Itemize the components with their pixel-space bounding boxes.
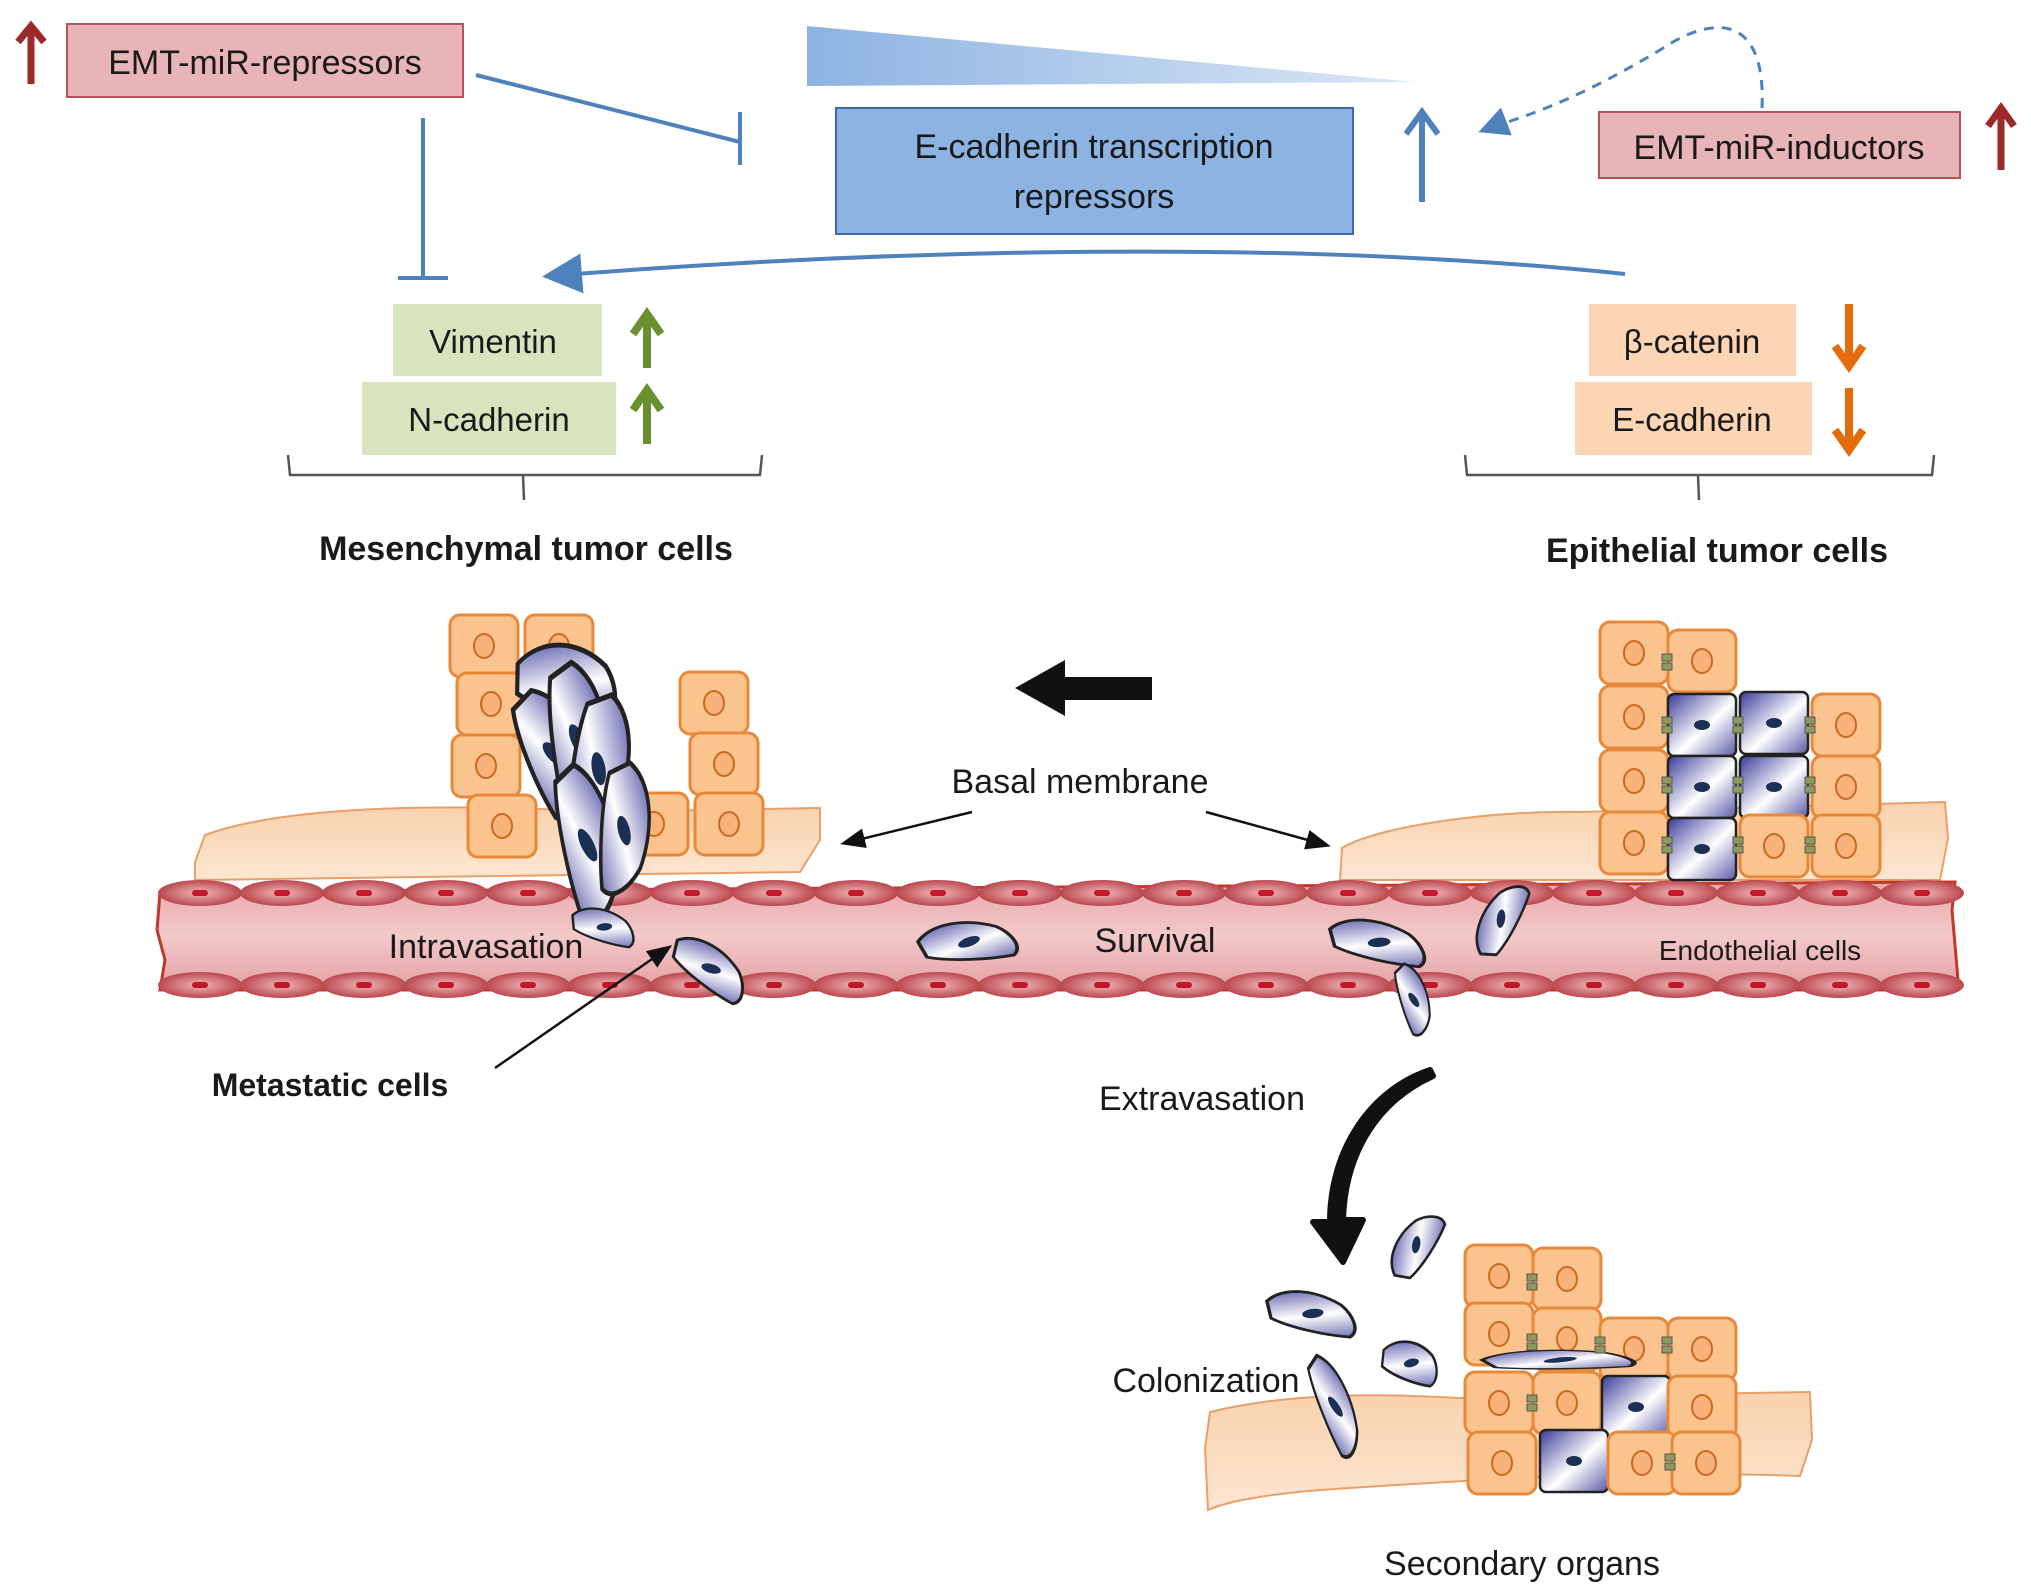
endothelial-cell: [158, 972, 242, 998]
inhibit-line-to-ecad-repressors: [475, 73, 742, 165]
endothelial-cell: [1880, 880, 1964, 906]
secondary-tumor-cluster: [1463, 1243, 1742, 1496]
endothelial-cell: [1142, 972, 1226, 998]
endothelial-cell: [1798, 972, 1882, 998]
pointer-basal-right: [1205, 810, 1331, 850]
up-arrow-icon: [1985, 102, 2017, 170]
endothelial-cell: [1634, 880, 1718, 906]
endothelial-cell: [486, 972, 570, 998]
endothelial-cell: [404, 972, 488, 998]
emt-mir-repressors-label: EMT-miR-repressors: [108, 44, 422, 82]
endothelial-cell: [1798, 880, 1882, 906]
green-up-arrow-icon: [629, 307, 665, 368]
vimentin-label: Vimentin: [429, 323, 557, 360]
survival-label: Survival: [1095, 922, 1216, 960]
endothelial-cell: [1142, 880, 1226, 906]
endothelial-cell: [1470, 972, 1554, 998]
endothelial-cell: [322, 972, 406, 998]
epithelial-label: Epithelial tumor cells: [1546, 532, 1888, 570]
secondary-organs-label: Secondary organs: [1384, 1545, 1660, 1583]
blue-up-arrow-icon: [1403, 106, 1441, 202]
endothelial-cell: [1060, 972, 1144, 998]
endothelial-cell: [1224, 972, 1308, 998]
colonization-label: Colonization: [1112, 1362, 1299, 1400]
endothelial-cell: [650, 880, 734, 906]
endothelial-cell: [1388, 880, 1472, 906]
endothelial-cell: [1552, 972, 1636, 998]
dashed-arrow-inductors: [1478, 26, 1764, 136]
intravasation-label: Intravasation: [389, 928, 584, 966]
endothelial-cell: [486, 880, 570, 906]
basal-membrane-label: Basal membrane: [951, 763, 1208, 801]
endothelial-cell: [322, 880, 406, 906]
pointer-basal-left: [840, 810, 973, 848]
up-arrow-icon: [15, 20, 47, 84]
endothelial-cell: [1306, 972, 1390, 998]
endothelial-cell: [978, 880, 1062, 906]
n-cadherin-label: N-cadherin: [408, 401, 569, 438]
endothelial-cell: [1224, 880, 1308, 906]
extravasation-curved-arrow-icon: [1310, 1067, 1436, 1265]
endothelial-cell: [896, 972, 980, 998]
ecad-repressors-label-line2: repressors: [1014, 178, 1175, 216]
ecad-repressors-label-line1: E-cadherin transcription: [914, 128, 1273, 166]
e-cadherin-label: E-cadherin: [1612, 401, 1772, 438]
beta-catenin-label: β-catenin: [1624, 323, 1760, 360]
orange-down-arrow-icon: [1831, 304, 1867, 373]
mesenchymal-bracket: [286, 454, 764, 501]
endothelial-cell: [158, 880, 242, 906]
endothelial-cell: [978, 972, 1062, 998]
emt-mir-inductors-group: EMT-miR-inductors: [1598, 102, 2017, 179]
endothelial-cell: [1552, 880, 1636, 906]
endothelial-cell: [732, 972, 816, 998]
endothelial-cell: [1716, 880, 1800, 906]
endothelial-cell: [240, 972, 324, 998]
endothelial-cell: [1634, 972, 1718, 998]
metastatic-cells-label: Metastatic cells: [212, 1067, 449, 1103]
inhibit-line-to-vimentin: [398, 118, 448, 280]
endothelial-cells-label: Endothelial cells: [1659, 935, 1861, 966]
emt-mir-repressors-group: EMT-miR-repressors: [15, 20, 464, 98]
epithelial-tumor-cluster: [1598, 620, 1882, 882]
repressors-to-mesenchymal-arrow: [542, 249, 1626, 294]
mesenchymal-label: Mesenchymal tumor cells: [319, 530, 733, 568]
endothelial-cell: [1060, 880, 1144, 906]
epithelial-bracket: [1463, 454, 1936, 501]
gradient-wedge: [807, 26, 1415, 86]
extravasation-label: Extravasation: [1099, 1080, 1305, 1118]
ecad-repressors-box: [835, 107, 1354, 235]
emt-mir-inductors-box: [1598, 111, 1961, 179]
endothelial-cell: [814, 972, 898, 998]
endothelial-cell: [896, 880, 980, 906]
green-up-arrow-icon: [629, 383, 665, 444]
orange-down-arrow-icon: [1831, 388, 1867, 457]
endothelial-cell: [240, 880, 324, 906]
emt-mir-repressors-box: [66, 23, 464, 98]
endothelial-cell: [1716, 972, 1800, 998]
endothelial-cell: [1306, 880, 1390, 906]
endothelial-cell: [732, 880, 816, 906]
emt-direction-arrow-icon: [1015, 660, 1152, 716]
endothelial-cell: [1880, 972, 1964, 998]
endothelial-cell: [814, 880, 898, 906]
emt-mir-inductors-label: EMT-miR-inductors: [1634, 129, 1925, 167]
e-cadherin-box: [1575, 382, 1812, 455]
vimentin-box: [393, 304, 602, 376]
endothelial-cell: [404, 880, 488, 906]
pointer-metastatic: [494, 945, 673, 1070]
endothelial-cell: [568, 972, 652, 998]
beta-catenin-box: [1589, 304, 1796, 376]
n-cadherin-box: [362, 382, 616, 455]
